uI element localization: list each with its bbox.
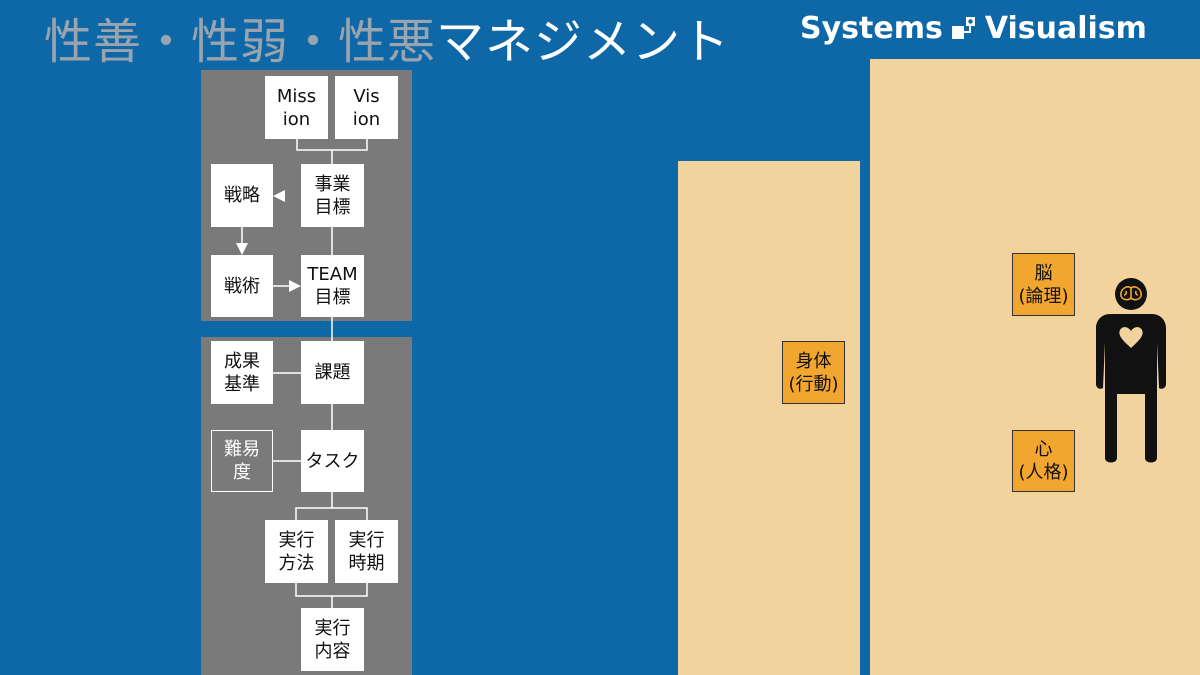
- page-title: 性善・性弱・性悪マネジメント: [44, 6, 730, 78]
- task-box: タスク: [301, 430, 364, 492]
- business-goal-box: 事業 目標: [301, 164, 364, 227]
- tactics-box: 戦術: [211, 255, 273, 317]
- human-figure-icon: [1096, 278, 1166, 463]
- title-part-dim: 性善・性弱・性悪: [44, 14, 437, 70]
- body-tag: 身体 (行動): [782, 341, 845, 404]
- logo-word-systems: Systems: [800, 10, 943, 46]
- title-part-white: マネジメント: [436, 14, 731, 70]
- mission-box: Miss ion: [265, 76, 328, 139]
- systems-visualism-logo: Systems Visualism: [800, 6, 1147, 50]
- success-criteria-box: 成果 基準: [211, 341, 273, 404]
- heart-tag: 心 (人格): [1012, 430, 1075, 492]
- exec-content-box: 実行 内容: [301, 608, 364, 671]
- strategy-box: 戦略: [211, 164, 273, 227]
- exec-method-box: 実行 方法: [265, 520, 328, 583]
- body-column: [678, 161, 860, 675]
- brain-tag: 脳 (論理): [1012, 253, 1075, 316]
- difficulty-box: 難易 度: [211, 430, 273, 492]
- issue-box: 課題: [301, 341, 364, 404]
- vision-box: Vis ion: [335, 76, 398, 139]
- exec-time-box: 実行 時期: [335, 520, 398, 583]
- systems-logo-icon: [951, 17, 975, 39]
- team-goal-box: TEAM 目標: [301, 255, 364, 317]
- logo-word-visualism: Visualism: [984, 10, 1147, 46]
